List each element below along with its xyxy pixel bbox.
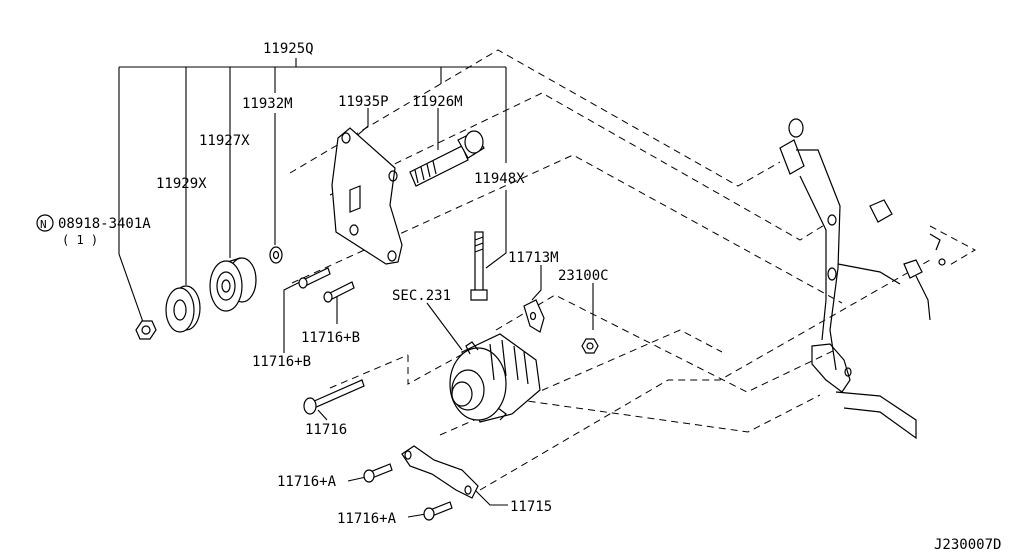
label-clip: 11713M: [508, 250, 559, 266]
adjusting-bar-part: [401, 445, 479, 499]
nut-23100c-part: [581, 338, 599, 354]
washer-part: [269, 246, 283, 264]
label-bolt-a2: 11716+A: [337, 511, 397, 527]
nut-badge-letter: N: [40, 218, 47, 231]
idler-pulley-part: [165, 285, 201, 333]
bolt-b-lower-part: [298, 267, 331, 289]
bolt-a-upper-part: [363, 463, 393, 483]
label-nut-part: 08918-3401A: [58, 216, 151, 232]
bolt-b-upper-part: [323, 281, 355, 303]
label-nut-c: 23100C: [558, 268, 609, 284]
label-bolt-a1: 11716+A: [277, 474, 337, 490]
label-kit: 11925Q: [263, 41, 314, 57]
hex-nut-part: [135, 320, 157, 340]
label-adjust-bar: 11715: [510, 499, 552, 515]
bolt-11716-part: [303, 379, 365, 415]
engine-mount-outline: [779, 118, 946, 440]
bracket-part: [331, 127, 403, 265]
alternator-part: [449, 333, 541, 423]
label-diagram-id: J230007D: [934, 537, 1001, 553]
label-bolt: 11716: [305, 422, 347, 438]
leader-lines: [118, 58, 594, 518]
label-sec: SEC.231: [392, 288, 451, 304]
label-pulley: 11927X: [199, 133, 250, 149]
pulley-part: [209, 257, 257, 312]
label-long-bolt: 11926M: [412, 94, 463, 110]
label-stud: 11948X: [474, 171, 525, 187]
bolt-a-lower-part: [423, 501, 453, 521]
nut-badge-circle: [36, 214, 54, 232]
label-bracket: 11935P: [338, 94, 389, 110]
clip-part: [523, 299, 545, 333]
part-labels: 11925Q 11932M 11935P 11926M 11927X 11929…: [36, 41, 1001, 553]
label-washer-nut: 11932M: [242, 96, 293, 112]
label-idler: 11929X: [156, 176, 207, 192]
label-nut-qty: ( 1 ): [62, 233, 98, 247]
stud-bolt-part: [470, 231, 488, 301]
label-bolt-b1: 11716+B: [301, 330, 360, 346]
label-bolt-b2: 11716+B: [252, 354, 311, 370]
long-bolt-part: [409, 130, 485, 187]
